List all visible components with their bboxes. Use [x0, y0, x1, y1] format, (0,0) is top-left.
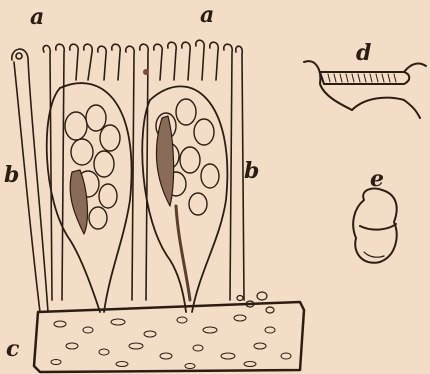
label-c: c: [6, 336, 20, 362]
figure-e-spore: [353, 188, 397, 262]
label-b-left: b: [4, 162, 19, 188]
label-e: e: [370, 166, 384, 192]
base-tissue-layer: [34, 292, 304, 372]
columnar-filaments: [12, 40, 244, 312]
label-b-right: b: [244, 158, 259, 184]
label-a-left: a: [30, 4, 44, 30]
dark-granule: [143, 69, 149, 75]
figure-d-cross-section: [304, 61, 426, 118]
label-a-right: a: [200, 2, 214, 28]
label-d: d: [356, 40, 371, 66]
right-ascus: [142, 86, 227, 312]
left-ascus: [47, 83, 132, 312]
